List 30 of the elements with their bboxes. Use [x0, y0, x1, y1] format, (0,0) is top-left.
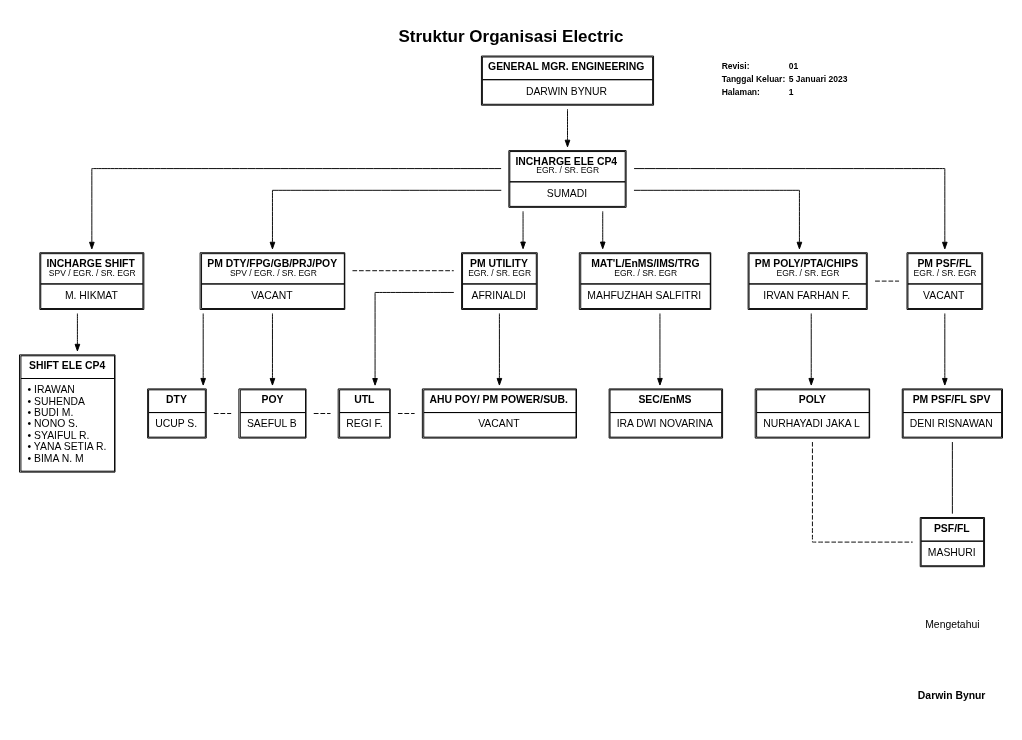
label: 1: [788, 87, 794, 97]
connector: [811, 441, 914, 543]
label: Mengetahui: [925, 618, 980, 630]
label: Halaman:: [721, 87, 760, 97]
arrow: [200, 313, 206, 386]
label: 5 Januari 2023: [788, 73, 848, 84]
arrow: [599, 210, 606, 250]
arrow: [564, 108, 571, 148]
arrow: [942, 313, 948, 386]
connector: [352, 270, 455, 272]
label: 01: [788, 60, 799, 71]
arrow: [633, 189, 803, 250]
connector: [213, 413, 232, 414]
label: Revisi:: [721, 60, 750, 71]
arrow: [74, 313, 81, 352]
arrow: [89, 168, 502, 250]
arrow: [633, 168, 948, 250]
arrow: [496, 313, 503, 386]
diagram-title: Struktur Organisasi Electric: [398, 27, 624, 47]
arrow: [657, 313, 663, 386]
label: Darwin Bynur: [917, 689, 986, 701]
arrow: [372, 292, 455, 386]
connector: [397, 413, 416, 414]
connector: [313, 413, 331, 414]
connector: [951, 441, 953, 515]
arrow: [808, 313, 815, 386]
arrow: [520, 210, 526, 250]
arrow: [269, 313, 276, 386]
label: Tanggal Keluar:: [721, 73, 786, 84]
arrow: [269, 189, 502, 250]
